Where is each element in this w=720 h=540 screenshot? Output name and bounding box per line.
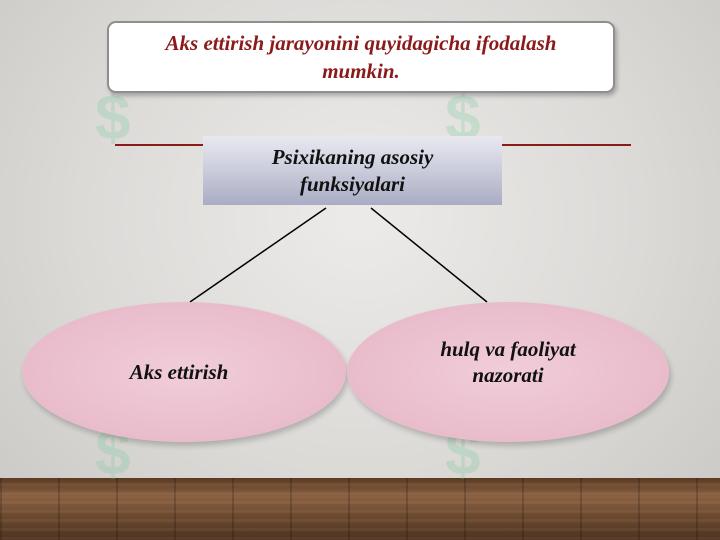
left-node-label: Aks ettirish — [129, 360, 229, 384]
right-node-label: hulq va faoliyat nazorati — [440, 337, 576, 387]
slide-title: Aks ettirish jarayonini quyidagicha ifod… — [165, 31, 557, 83]
left-connector — [189, 207, 327, 303]
wooden-floor-background — [0, 478, 720, 540]
left-node: Aks ettirish — [22, 302, 346, 442]
center-node-label: Psixikaning asosiy funksiyalari — [271, 144, 434, 196]
right-connector — [370, 207, 488, 303]
right-node: hulq va faoliyat nazorati — [347, 302, 669, 442]
title-box: Aks ettirish jarayonini quyidagicha ifod… — [107, 21, 615, 93]
watermark-logo-icon: $ — [95, 81, 131, 153]
right-accent-line — [502, 144, 631, 146]
center-node: Psixikaning asosiy funksiyalari — [203, 136, 502, 205]
left-accent-line — [115, 144, 203, 146]
